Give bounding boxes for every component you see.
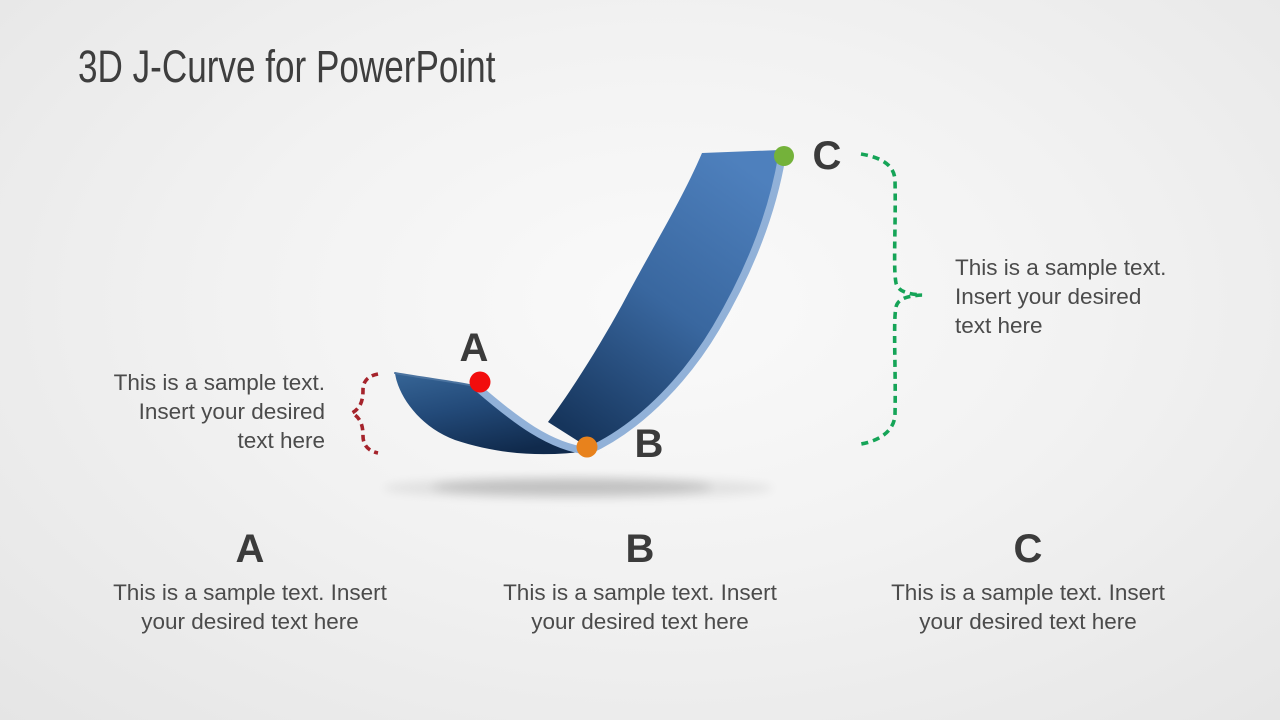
legend-text-line: your desired text here: [531, 609, 749, 634]
legend-text-line: This is a sample text. Insert: [113, 580, 387, 605]
jcurve-front-edge: [474, 152, 786, 455]
legend-letter-c: C: [1013, 527, 1043, 571]
left-callout-line: text here: [237, 427, 325, 453]
sheet-top-edge-highlight: [394, 372, 475, 387]
right-callout-text: This is a sample text. Insert your desir…: [955, 254, 1205, 340]
right-brace: [860, 152, 923, 446]
left-callout-text: This is a sample text. Insert your desir…: [75, 369, 325, 455]
right-callout-line: This is a sample text.: [955, 255, 1167, 280]
legend-letter-b: B: [625, 527, 655, 571]
jcurve-ribbon-rising: [548, 150, 780, 448]
point-c-dot: [774, 146, 794, 166]
right-callout-line: text here: [955, 312, 1043, 338]
point-c-label: C: [812, 134, 842, 178]
legend-text-line: This is a sample text. Insert: [503, 580, 777, 605]
legend-text-line: This is a sample text. Insert: [891, 580, 1165, 605]
legend-letter-a: A: [235, 527, 265, 571]
point-b-dot: [576, 436, 598, 458]
legend-text-line: your desired text here: [141, 609, 359, 634]
point-a-label: A: [459, 326, 489, 370]
point-b-label: B: [634, 422, 664, 466]
point-a-dot: [469, 371, 491, 393]
right-callout-line: Insert your desired: [955, 283, 1142, 309]
slide-title: 3D J-Curve for PowerPoint: [78, 41, 496, 92]
left-callout-line: Insert your desired: [138, 398, 325, 424]
legend-column-b: B This is a sample text. Insert your des…: [475, 528, 805, 636]
legend-text-line: your desired text here: [919, 609, 1137, 634]
legend-column-a: A This is a sample text. Insert your des…: [85, 528, 415, 636]
left-brace: [348, 372, 379, 455]
left-callout-line: This is a sample text.: [113, 370, 325, 395]
legend-column-c: C This is a sample text. Insert your des…: [863, 528, 1193, 636]
ground-shadow-core: [432, 479, 712, 495]
